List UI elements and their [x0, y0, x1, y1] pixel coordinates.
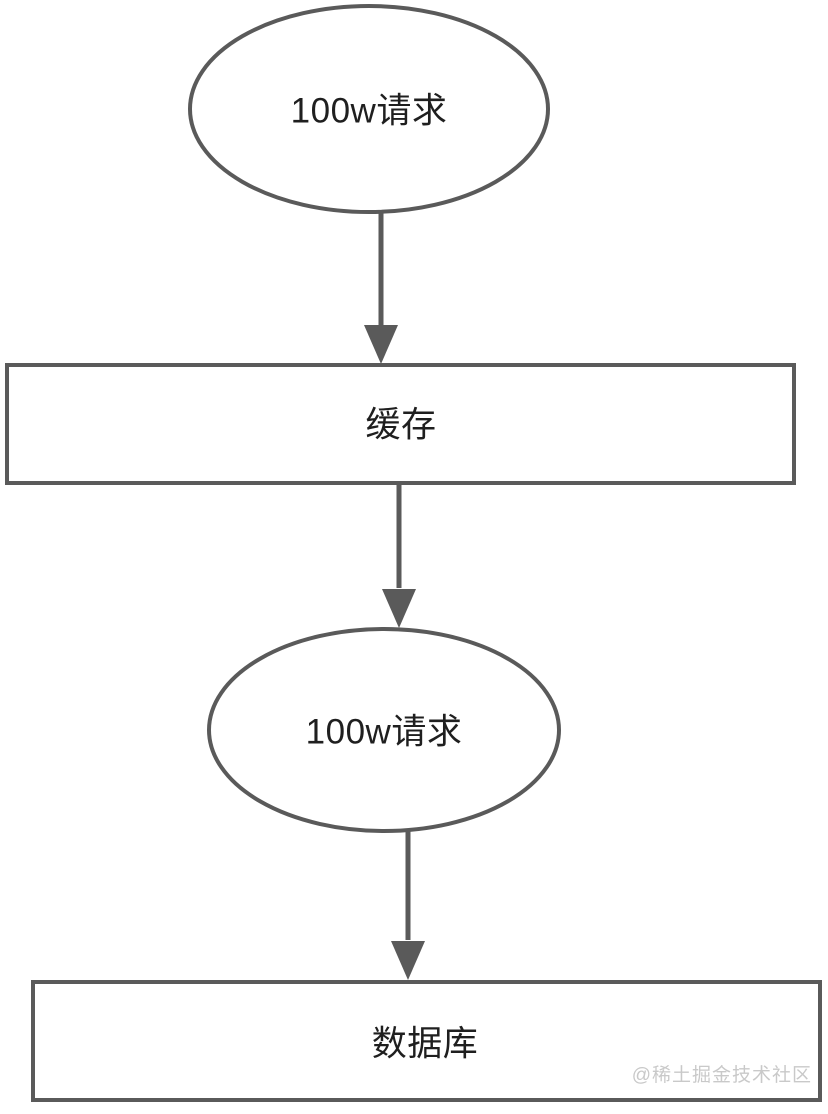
ellipse-shape-requests-top: [188, 4, 550, 214]
edge-requests-mid-to-database: [391, 830, 425, 980]
edge-requests-top-to-cache: [364, 211, 398, 364]
edge-cache-to-requests-mid: [382, 484, 416, 628]
node-cache[interactable]: 缓存: [5, 363, 796, 485]
arrowhead-down-icon-3: [391, 941, 425, 980]
node-requests-mid[interactable]: 100w请求: [207, 627, 561, 833]
node-label-database: 数据库: [372, 1024, 479, 1063]
rect-shape-cache: [5, 363, 796, 485]
node-database[interactable]: 数据库: [31, 980, 822, 1102]
node-label-requests-top: 100w请求: [291, 91, 448, 130]
arrowhead-down-icon-2: [382, 589, 416, 628]
watermark: @稀土掘金技术社区: [632, 1064, 812, 1086]
node-label-cache: 缓存: [365, 405, 436, 444]
rect-shape-database: [31, 980, 822, 1102]
arrowhead-down-icon-1: [364, 325, 398, 364]
node-label-requests-mid: 100w请求: [306, 712, 463, 751]
node-requests-top[interactable]: 100w请求: [188, 4, 550, 214]
ellipse-shape-requests-mid: [207, 627, 561, 833]
